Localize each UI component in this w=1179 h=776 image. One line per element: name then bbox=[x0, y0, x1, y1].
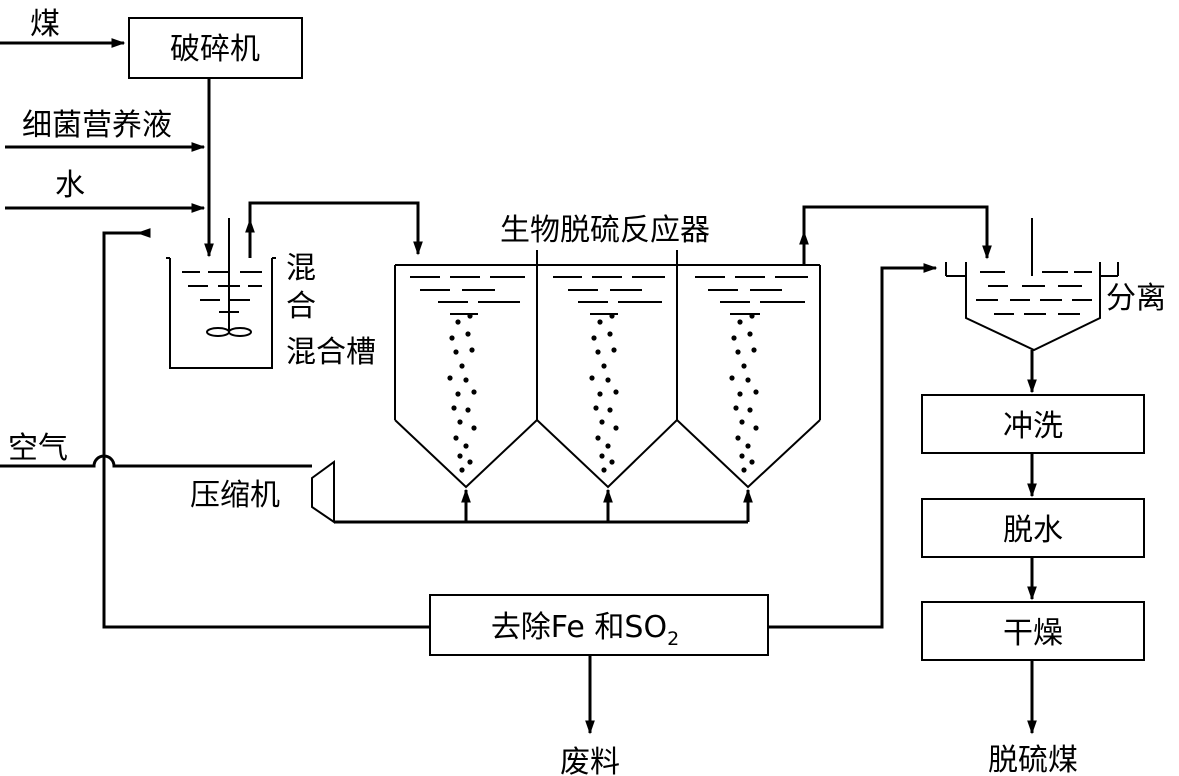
product-label: 脱硫煤 bbox=[988, 743, 1078, 776]
bubble-dot bbox=[471, 389, 477, 395]
dewater-label: 脱水 bbox=[1003, 513, 1063, 548]
bubble-dot bbox=[601, 363, 607, 369]
compressor-label: 压缩机 bbox=[190, 478, 280, 513]
bubble-dot bbox=[737, 391, 743, 397]
water-label: 水 bbox=[55, 168, 85, 203]
bubble-dot bbox=[605, 377, 611, 383]
bubble-dot bbox=[607, 407, 613, 413]
mixer-to-reactor-line bbox=[248, 201, 423, 258]
bubble-dot bbox=[457, 419, 463, 425]
bubble-dot bbox=[595, 349, 601, 355]
bubble-dot bbox=[597, 391, 603, 397]
crusher-label: 破碎机 bbox=[170, 32, 260, 67]
bubble-dot bbox=[605, 443, 611, 449]
bubble-dot bbox=[731, 335, 737, 341]
bubble-dot bbox=[741, 363, 747, 369]
bubble-dot bbox=[737, 319, 743, 325]
bubble-dot bbox=[451, 405, 457, 411]
bubble-dot bbox=[449, 335, 455, 341]
mix-label-1: 混 bbox=[286, 251, 316, 286]
bubble-dot bbox=[457, 453, 463, 459]
bubble-dot bbox=[745, 377, 751, 383]
coal-label: 煤 bbox=[30, 7, 60, 42]
separator-liquid bbox=[976, 271, 1092, 315]
mix-label-2: 合 bbox=[286, 289, 316, 324]
wash-box bbox=[921, 394, 1145, 454]
nutrient-label: 细菌营养液 bbox=[22, 108, 172, 143]
separator-label: 分离 bbox=[1106, 281, 1166, 316]
wash-label: 冲洗 bbox=[1003, 409, 1063, 444]
bubble-dot bbox=[589, 375, 595, 381]
bubble-dot bbox=[745, 443, 751, 449]
bubble-dot bbox=[729, 375, 735, 381]
reactor-to-separator-line bbox=[802, 205, 992, 266]
bubble-dot bbox=[455, 391, 461, 397]
waste-label: 废料 bbox=[560, 745, 620, 776]
bubble-dot bbox=[471, 425, 477, 431]
bubble-dot bbox=[465, 331, 471, 337]
compressor-icon bbox=[311, 460, 335, 524]
bubble-dot bbox=[447, 375, 453, 381]
bubble-dot bbox=[607, 331, 613, 337]
bubble-dot bbox=[463, 377, 469, 383]
bubble-dot bbox=[609, 313, 615, 319]
separator-body bbox=[965, 262, 1101, 352]
bubble-dot bbox=[613, 389, 619, 395]
fe-removal-subscript: 2 bbox=[667, 628, 679, 650]
dry-label: 干燥 bbox=[1003, 616, 1063, 651]
dry-box bbox=[921, 601, 1145, 661]
bubble-dot bbox=[735, 435, 741, 441]
bubble-dot bbox=[599, 453, 605, 459]
bubble-dot bbox=[613, 425, 619, 431]
mix-tank-label: 混合槽 bbox=[286, 335, 376, 370]
reactor-label: 生物脱硫反应器 bbox=[500, 213, 710, 248]
bubble-dot bbox=[469, 347, 475, 353]
bubble-dot bbox=[735, 349, 741, 355]
reactor-walls bbox=[394, 250, 821, 489]
bubble-dot bbox=[453, 349, 459, 355]
fe-removal-label: 去除Fe 和SO2 bbox=[491, 610, 679, 650]
recycle-line bbox=[102, 231, 430, 629]
bubble-dot bbox=[611, 347, 617, 353]
bubble-dot bbox=[463, 443, 469, 449]
bubble-dot bbox=[741, 467, 747, 473]
bubble-dot bbox=[591, 335, 597, 341]
bubble-dot bbox=[747, 331, 753, 337]
air-line bbox=[0, 454, 312, 468]
reactor-liquid bbox=[410, 276, 808, 315]
bubble-dot bbox=[733, 405, 739, 411]
reactor-bubbles bbox=[447, 313, 759, 473]
bubble-dot bbox=[467, 459, 473, 465]
bubble-dot bbox=[599, 419, 605, 425]
bubble-dot bbox=[749, 459, 755, 465]
dewater-box bbox=[921, 498, 1145, 558]
bubble-dot bbox=[595, 435, 601, 441]
mix-tank-body bbox=[169, 258, 273, 369]
bubble-dot bbox=[459, 467, 465, 473]
agitator-icon bbox=[206, 218, 252, 337]
bubble-dot bbox=[747, 407, 753, 413]
bubble-dot bbox=[749, 313, 755, 319]
bubble-dot bbox=[465, 407, 471, 413]
fe-to-separator-line bbox=[768, 263, 938, 629]
mix-tank-liquid bbox=[182, 271, 262, 301]
bubble-dot bbox=[453, 435, 459, 441]
bubble-dot bbox=[753, 389, 759, 395]
air-label: 空气 bbox=[8, 431, 68, 466]
bubble-dot bbox=[597, 319, 603, 325]
fe-removal-box bbox=[429, 594, 769, 656]
bubble-dot bbox=[739, 453, 745, 459]
bubble-dot bbox=[459, 363, 465, 369]
fe-removal-main: 去除Fe 和SO bbox=[491, 610, 667, 645]
bubble-dot bbox=[609, 459, 615, 465]
bubble-dot bbox=[751, 347, 757, 353]
bubble-dot bbox=[753, 425, 759, 431]
crusher-box bbox=[128, 17, 303, 79]
bubble-dot bbox=[601, 467, 607, 473]
bubble-dot bbox=[467, 313, 473, 319]
bubble-dot bbox=[455, 319, 461, 325]
bubble-dot bbox=[593, 405, 599, 411]
bubble-dot bbox=[739, 419, 745, 425]
